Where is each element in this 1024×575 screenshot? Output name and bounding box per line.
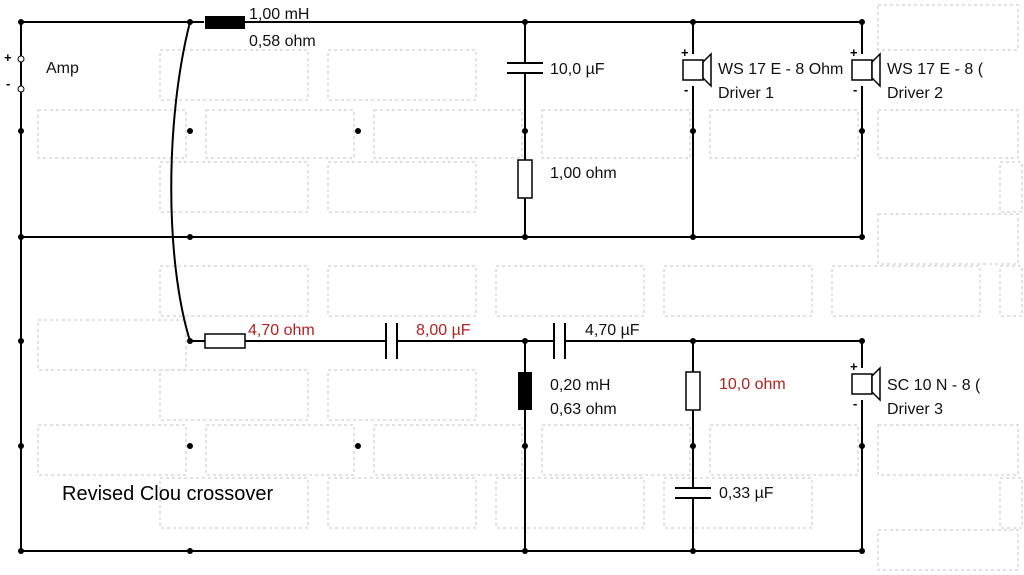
junction-dot <box>522 338 528 344</box>
junction-dot <box>859 338 865 344</box>
driver-1-name: Driver 1 <box>718 85 774 102</box>
junction-dot <box>690 19 696 25</box>
speaker-driver-2 <box>851 52 881 88</box>
driver-1-minus: - <box>684 82 688 97</box>
junction-dot <box>690 338 696 344</box>
driver-1-plus: + <box>681 45 689 60</box>
resistor-r2 <box>204 333 246 349</box>
junction-dot <box>187 338 193 344</box>
junction-dot <box>522 19 528 25</box>
junction-dot <box>187 443 193 449</box>
driver-3-minus: - <box>853 396 857 411</box>
junction-dots <box>18 19 865 554</box>
inductor-l1 <box>205 16 245 29</box>
l1-value: 1,00 mH <box>249 6 309 23</box>
junction-dot <box>18 443 24 449</box>
c1-value: 10,0 µF <box>550 61 605 78</box>
driver-2-plus: + <box>850 45 858 60</box>
l2-resistance: 0,63 ohm <box>550 401 617 418</box>
junction-dot <box>18 338 24 344</box>
resistor-r1 <box>517 159 533 199</box>
junction-dot <box>355 443 361 449</box>
speaker-driver-1 <box>682 52 712 88</box>
junction-dot <box>187 234 193 240</box>
l1-resistance: 0,58 ohm <box>249 33 316 50</box>
amp-plus: + <box>4 50 12 65</box>
wires <box>20 21 863 552</box>
junction-dot <box>859 128 865 134</box>
junction-dot <box>690 234 696 240</box>
junction-dot <box>187 548 193 554</box>
junction-dot <box>690 128 696 134</box>
junction-dot <box>690 548 696 554</box>
capacitor-c1 <box>507 62 543 74</box>
junction-dot <box>690 443 696 449</box>
junction-dot <box>187 128 193 134</box>
driver-2-minus: - <box>853 82 857 97</box>
driver-3-name: Driver 3 <box>887 401 943 418</box>
junction-dot <box>18 19 24 25</box>
capacitor-c3 <box>553 323 566 359</box>
diagram-caption: Revised Clou crossover <box>62 483 274 505</box>
r3-value: 10,0 ohm <box>719 376 786 393</box>
amp-terminals <box>17 55 25 93</box>
junction-dot <box>522 443 528 449</box>
inductor-l2 <box>518 372 532 410</box>
driver-1-model: WS 17 E - 8 Ohm <box>718 61 843 78</box>
junction-dot <box>355 128 361 134</box>
junction-dot <box>859 234 865 240</box>
driver-2-model: WS 17 E - 8 ( <box>887 61 984 78</box>
driver-3-plus: + <box>850 359 858 374</box>
junction-dot <box>18 234 24 240</box>
junction-dot <box>859 19 865 25</box>
junction-dot <box>522 128 528 134</box>
junction-dot <box>859 548 865 554</box>
background-grid <box>37 4 1023 571</box>
c4-value: 0,33 µF <box>719 485 774 502</box>
resistor-r3 <box>685 371 701 411</box>
c3-value: 4,70 µF <box>585 322 640 339</box>
amp-minus: - <box>6 76 10 91</box>
driver-3-model: SC 10 N - 8 ( <box>887 377 981 394</box>
r2-value: 4,70 ohm <box>248 322 315 339</box>
c2-value: 8,00 µF <box>416 322 471 339</box>
junction-dot <box>187 19 193 25</box>
junction-dot <box>18 548 24 554</box>
junction-dot <box>522 234 528 240</box>
l2-value: 0,20 mH <box>550 377 610 394</box>
driver-2-name: Driver 2 <box>887 85 943 102</box>
junction-dot <box>522 548 528 554</box>
amp-label: Amp <box>46 60 79 77</box>
capacitor-c2 <box>385 323 398 359</box>
junction-dot <box>18 128 24 134</box>
r1-value: 1,00 ohm <box>550 165 617 182</box>
speaker-driver-3 <box>851 366 881 402</box>
junction-dot <box>859 443 865 449</box>
capacitor-c4 <box>675 487 711 499</box>
